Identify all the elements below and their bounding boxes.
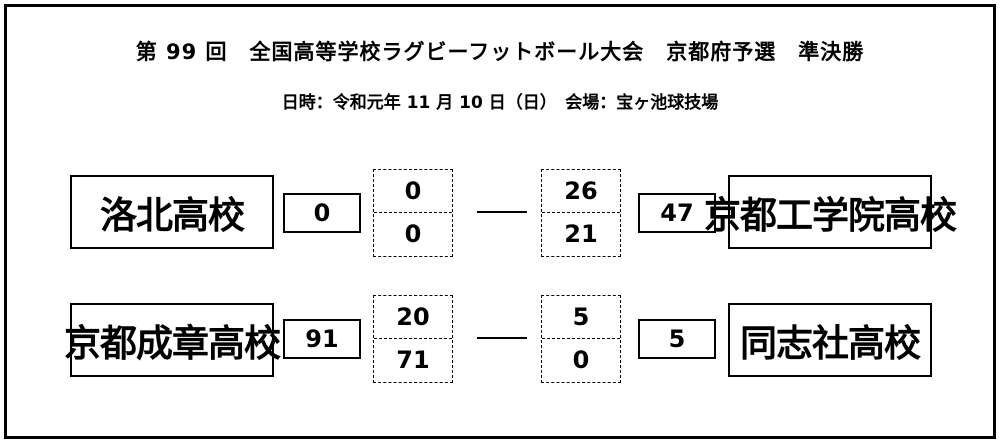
match-1-home-total: 0 [283, 193, 361, 233]
match-1-home-first-half: 0 [374, 170, 452, 213]
match-info: 日時：令和元年 11 月 10 日（日） 会場：宝ヶ池球技場 [281, 93, 719, 113]
match-1-separator [477, 211, 527, 213]
match-2-away-first-half: 5 [542, 296, 620, 339]
tournament-title: 第 99 回 全国高等学校ラグビーフットボール大会 京都府予選 準決勝 [135, 40, 865, 64]
match-1-away-first-half: 26 [542, 170, 620, 213]
bracket-frame [4, 4, 996, 439]
match-2-home-halves: 20 71 [373, 295, 453, 383]
match-1-home-halves: 0 0 [373, 169, 453, 257]
match-2-away-halves: 5 0 [541, 295, 621, 383]
match-1-home-second-half: 0 [404, 220, 422, 248]
match-2-home-first-half: 20 [374, 296, 452, 339]
match-1-home-team: 洛北高校 [70, 175, 274, 249]
match-2-separator [477, 337, 527, 339]
match-1-away-total: 47 [638, 193, 716, 233]
match-1-away-halves: 26 21 [541, 169, 621, 257]
match-2-home-total: 91 [283, 319, 361, 359]
match-2-away-total: 5 [638, 319, 716, 359]
match-1-away-team: 京都工学院高校 [704, 175, 957, 249]
match-2-away-second-half: 0 [572, 346, 590, 374]
match-2-home-team: 京都成章高校 [64, 303, 281, 377]
match-1-away-second-half: 21 [564, 220, 598, 248]
match-2-home-second-half: 71 [396, 346, 430, 374]
match-2-away-team: 同志社高校 [728, 303, 932, 377]
